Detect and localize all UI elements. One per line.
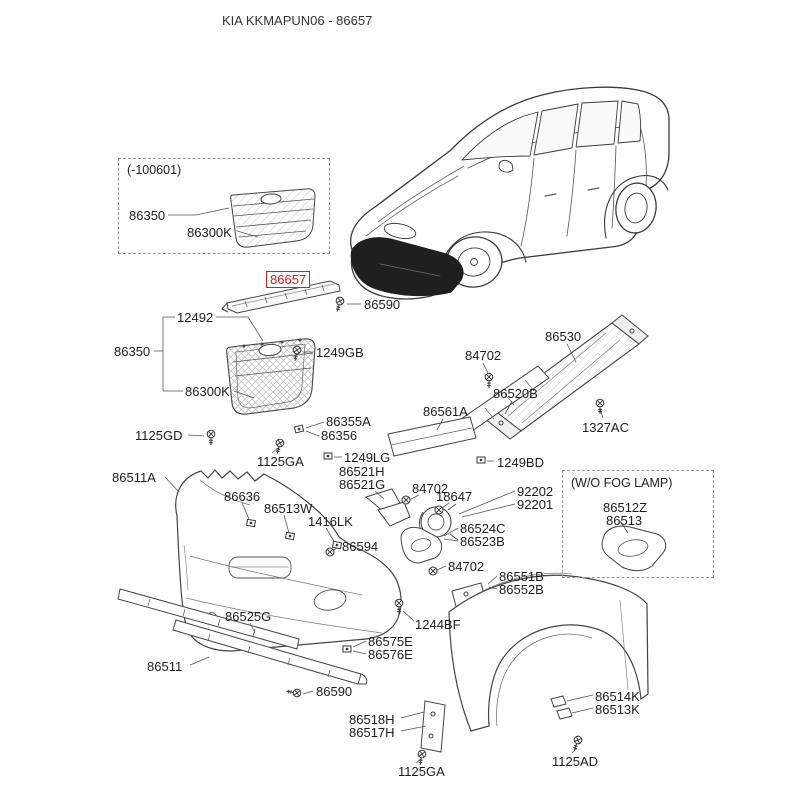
part-label-86300K[interactable]: 86300K bbox=[187, 225, 232, 240]
part-label-86590[interactable]: 86590 bbox=[316, 684, 353, 699]
front-bumper-fascia bbox=[175, 469, 402, 652]
lower-grille-slat bbox=[387, 416, 477, 457]
clip-icon bbox=[293, 424, 305, 434]
part-label-86513K[interactable]: 86513K bbox=[595, 702, 640, 717]
bolt-icon bbox=[570, 734, 584, 753]
old-grille-illustration bbox=[230, 188, 316, 248]
part-label-92202[interactable]: 92202 bbox=[517, 484, 554, 499]
part-label-86511[interactable]: 86511 bbox=[147, 659, 183, 674]
screw-icon bbox=[325, 547, 335, 557]
part-label-1416LK[interactable]: 1416LK bbox=[308, 514, 353, 529]
clip-icon bbox=[246, 518, 256, 528]
part-label-86524C[interactable]: 86524C bbox=[460, 521, 506, 536]
part-label-1249GB[interactable]: 1249GB bbox=[316, 345, 364, 360]
part-label-1125GA[interactable]: 1125GA bbox=[257, 454, 304, 469]
part-label-86525G[interactable]: 86525G bbox=[225, 609, 272, 624]
screw-icon bbox=[428, 566, 438, 576]
part-label-86514K[interactable]: 86514K bbox=[595, 689, 640, 704]
part-label-86513[interactable]: 86513 bbox=[606, 513, 643, 528]
part-label-86523B[interactable]: 86523B bbox=[460, 534, 505, 549]
part-label-86530[interactable]: 86530 bbox=[545, 329, 582, 344]
front-fender bbox=[448, 573, 649, 732]
vehicle-illustration bbox=[350, 86, 670, 300]
part-label-92201[interactable]: 92201 bbox=[517, 497, 554, 512]
part-label-84702[interactable]: 84702 bbox=[412, 481, 449, 496]
part-label-86350[interactable]: 86350 bbox=[114, 344, 151, 359]
clip-icon bbox=[476, 456, 486, 464]
part-label-84702[interactable]: 84702 bbox=[465, 348, 502, 363]
part-label-86517H[interactable]: 86517H bbox=[349, 725, 395, 740]
part-label-86520B[interactable]: 86520B bbox=[493, 386, 538, 401]
fender-clips bbox=[550, 695, 573, 720]
part-label-84702[interactable]: 84702 bbox=[448, 559, 485, 574]
part-label-86657[interactable]: 86657 bbox=[266, 271, 311, 288]
part-label-86576E[interactable]: 86576E bbox=[368, 647, 413, 662]
clip-icon bbox=[323, 452, 333, 460]
clip-icon bbox=[342, 645, 352, 653]
part-label-86551B[interactable]: 86551B bbox=[499, 569, 544, 584]
bolt-icon bbox=[206, 429, 216, 446]
bumper-lower-molding bbox=[172, 619, 368, 685]
screw-icon bbox=[434, 505, 444, 515]
part-label-1249LG[interactable]: 1249LG bbox=[344, 450, 391, 465]
cowl-top-cover bbox=[221, 280, 341, 314]
bolt-icon bbox=[484, 372, 494, 389]
part-label-86355A[interactable]: 86355A bbox=[326, 414, 371, 429]
part-label-86561A[interactable]: 86561A bbox=[423, 404, 468, 419]
fender-bracket bbox=[420, 700, 446, 753]
part-label-86513W[interactable]: 86513W bbox=[264, 501, 313, 516]
screw-icon bbox=[285, 686, 302, 698]
part-label-1249BD[interactable]: 1249BD bbox=[497, 455, 544, 470]
part-label-1327AC[interactable]: 1327AC bbox=[582, 420, 629, 435]
old-version-caption: (-100601) bbox=[127, 163, 182, 177]
part-label-86636[interactable]: 86636 bbox=[224, 489, 261, 504]
old-version-box: (-100601) bbox=[118, 158, 330, 254]
part-label-1244BF[interactable]: 1244BF bbox=[415, 617, 461, 632]
part-label-86552B[interactable]: 86552B bbox=[499, 582, 544, 597]
part-label-86518H[interactable]: 86518H bbox=[349, 712, 395, 727]
part-label-86594[interactable]: 86594 bbox=[342, 539, 379, 554]
part-label-1125AD[interactable]: 1125AD bbox=[552, 754, 599, 769]
part-label-1125GA[interactable]: 1125GA bbox=[398, 764, 445, 779]
part-label-86300K[interactable]: 86300K bbox=[185, 384, 230, 399]
bolt-icon bbox=[272, 437, 286, 456]
wo-fog-lamp-caption: (W/O FOG LAMP) bbox=[571, 476, 673, 490]
wo-fog-lamp-box: (W/O FOG LAMP) bbox=[562, 470, 714, 578]
fog-lamp-bracket bbox=[364, 488, 411, 527]
bumper-lower-strip bbox=[117, 588, 300, 650]
bumper-reinforcement-beam bbox=[483, 314, 649, 440]
part-label-86512Z[interactable]: 86512Z bbox=[603, 500, 648, 515]
bolt-icon bbox=[595, 398, 605, 415]
fog-lamp-blanking-cover bbox=[601, 525, 667, 572]
part-label-12492[interactable]: 12492 bbox=[177, 310, 214, 325]
page-title: KIA KKMAPUN06 - 86657 bbox=[222, 13, 373, 28]
part-label-86590[interactable]: 86590 bbox=[364, 297, 401, 312]
screw-icon bbox=[332, 295, 346, 314]
part-label-1125GD[interactable]: 1125GD bbox=[135, 428, 183, 443]
clip-icon bbox=[285, 531, 295, 541]
part-label-86575E[interactable]: 86575E bbox=[368, 634, 413, 649]
screw-icon bbox=[401, 495, 411, 505]
part-label-86521H[interactable]: 86521H bbox=[339, 464, 385, 479]
clip-icon bbox=[332, 540, 342, 550]
radiator-grille-illustration bbox=[226, 338, 316, 415]
part-label-86356[interactable]: 86356 bbox=[321, 428, 358, 443]
part-label-86511A[interactable]: 86511A bbox=[112, 470, 156, 485]
part-label-86521G[interactable]: 86521G bbox=[339, 477, 386, 492]
part-label-86350[interactable]: 86350 bbox=[129, 208, 166, 223]
part-label-18647[interactable]: 18647 bbox=[436, 489, 473, 504]
fog-lamp-cover bbox=[400, 526, 443, 564]
